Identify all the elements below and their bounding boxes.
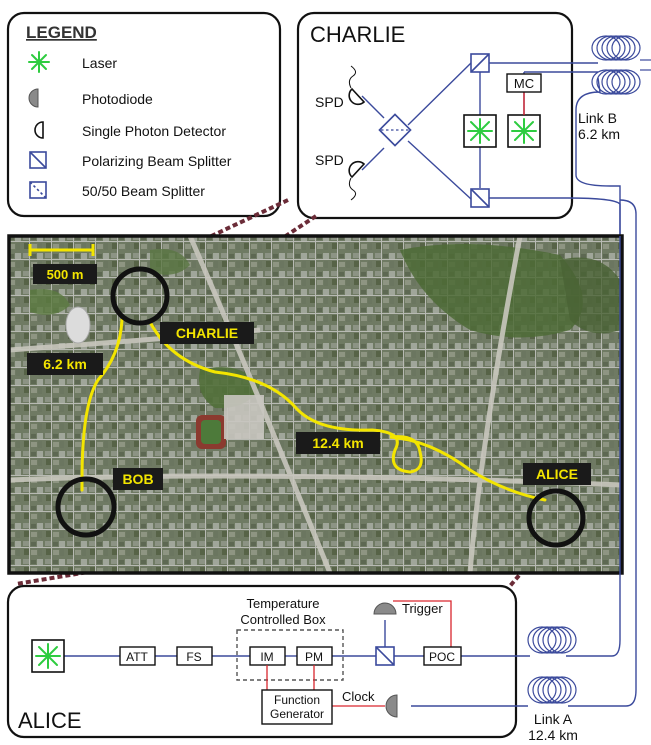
- charlie-laser-right-icon: [507, 114, 541, 148]
- att-label: ATT: [126, 650, 148, 664]
- charlie-title: CHARLIE: [310, 22, 405, 47]
- scale-label: 500 m: [47, 267, 84, 282]
- alice-panel: ALICE ATT FS: [6, 199, 637, 739]
- svg-text:BOB: BOB: [122, 471, 153, 487]
- charlie-panel: CHARLIE SPD: [296, 11, 651, 236]
- laser-icon: [28, 51, 50, 73]
- alice-laser-icon: [31, 639, 65, 673]
- legend-panel: LEGEND Laser Photodiode Single Photon De…: [6, 11, 282, 218]
- bob-location-marker: [55, 476, 117, 538]
- spd-top-icon: [348, 65, 366, 106]
- legend-title: LEGEND: [26, 23, 97, 42]
- single-photon-detector-icon: [34, 121, 44, 139]
- spd-top-label: SPD: [315, 94, 344, 110]
- charlie-location-marker: [110, 266, 170, 326]
- svg-text:CHARLIE: CHARLIE: [176, 325, 238, 341]
- map-label-dist-bob: 6.2 km: [27, 353, 103, 375]
- charlie-laser-left-icon: [463, 114, 497, 148]
- beam-splitter-5050-icon: [29, 181, 47, 199]
- att-box: [119, 646, 156, 666]
- trigger-photodiode-icon: [373, 602, 397, 615]
- fs-box: [176, 646, 213, 666]
- svg-text:12.4 km: 12.4 km: [312, 435, 363, 451]
- link-a-spool-icon: [527, 626, 577, 704]
- clock-photodiode-icon: [385, 694, 398, 718]
- pm-label: PM: [305, 650, 323, 664]
- link-b-spool-icon: [591, 35, 651, 95]
- temp-box-label-line1: Temperature: [247, 596, 320, 611]
- svg-text:6.2 km: 6.2 km: [43, 356, 87, 372]
- im-label: IM: [260, 650, 273, 664]
- trigger-label: Trigger: [402, 601, 443, 616]
- map-label-bob: BOB: [113, 468, 163, 490]
- temperature-controlled-box: [236, 629, 344, 681]
- alice-fiber-paths: [64, 199, 637, 707]
- route-charlie-bob: [80, 318, 124, 492]
- spd-bottom-icon: [348, 160, 366, 201]
- func-gen-label-line2: Generator: [270, 707, 324, 721]
- link-b-label-line1: Link B: [578, 110, 617, 126]
- mc-box: [506, 73, 542, 93]
- function-generator-box: [261, 689, 333, 725]
- link-b-label-line2: 6.2 km: [578, 126, 620, 142]
- fiber-routes: [80, 318, 547, 502]
- legend-label-pbs: Polarizing Beam Splitter: [82, 153, 232, 169]
- alice-location-marker: [526, 488, 586, 548]
- spd-bottom-label: SPD: [315, 152, 344, 168]
- legend-label-photodiode: Photodiode: [82, 91, 153, 107]
- fs-label: FS: [186, 650, 201, 664]
- alice-title: ALICE: [18, 708, 82, 733]
- legend-label-spd: Single Photon Detector: [82, 123, 226, 139]
- map-frame: [7, 234, 624, 575]
- alice-pbs-icon: [375, 646, 395, 666]
- charlie-pbs-bottom-icon: [470, 188, 490, 208]
- poc-box: [423, 646, 462, 666]
- electrical-wiring: [266, 600, 452, 707]
- charlie-beam-splitter-5050-icon: [378, 113, 412, 147]
- link-a-label-line1: Link A: [534, 711, 573, 727]
- svg-text:ALICE: ALICE: [536, 466, 578, 482]
- legend-label-bs: 50/50 Beam Splitter: [82, 183, 205, 199]
- map-label-charlie: CHARLIE: [160, 322, 254, 344]
- route-charlie-alice: [148, 320, 547, 502]
- photodiode-icon: [28, 88, 39, 108]
- map-label-alice: ALICE: [523, 463, 591, 485]
- poc-label: POC: [429, 650, 455, 664]
- map-label-dist-alice: 12.4 km: [296, 432, 380, 454]
- charlie-fiber-paths: [361, 62, 621, 236]
- temp-box-label-line2: Controlled Box: [240, 612, 326, 627]
- link-a-label-line2: 12.4 km: [528, 727, 578, 743]
- func-gen-label-line1: Function: [274, 693, 320, 707]
- mc-label: MC: [514, 76, 534, 91]
- legend-label-laser: Laser: [82, 55, 117, 71]
- charlie-pbs-top-icon: [470, 53, 490, 73]
- clock-label: Clock: [342, 689, 375, 704]
- polarizing-beam-splitter-icon: [29, 151, 47, 169]
- scale-bar: 500 m: [28, 244, 97, 284]
